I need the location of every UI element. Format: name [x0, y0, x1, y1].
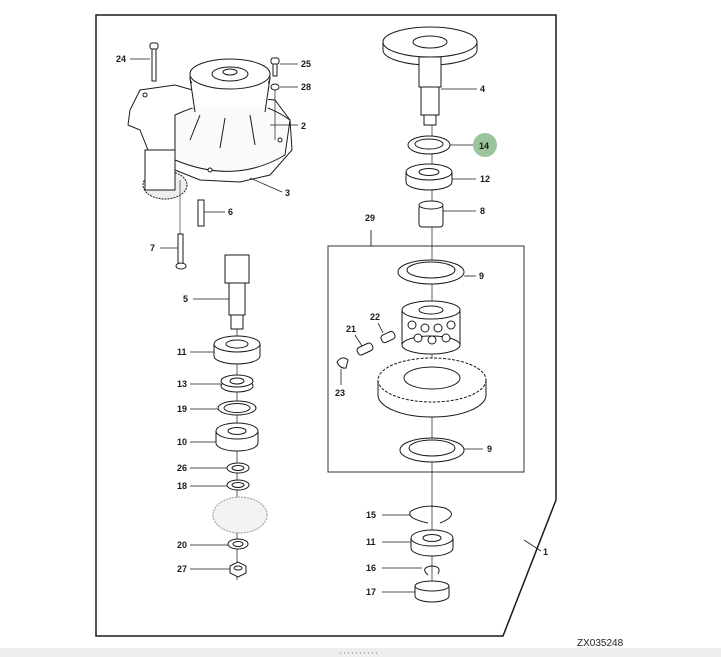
- callout-24[interactable]: 24: [116, 54, 126, 64]
- callout-4[interactable]: 4: [480, 84, 485, 94]
- resize-grip-icon[interactable]: [340, 652, 380, 654]
- bearing-10: [215, 422, 259, 452]
- bearing-11-left: [213, 335, 261, 365]
- spring-22: [380, 330, 396, 344]
- callout-9-top[interactable]: 9: [479, 271, 484, 281]
- ring-26: [226, 462, 250, 474]
- spring-21: [356, 342, 374, 356]
- callout-29[interactable]: 29: [365, 213, 375, 223]
- circlip-16: [424, 565, 440, 576]
- callout-11-left[interactable]: 11: [177, 347, 187, 357]
- callout-25[interactable]: 25: [301, 59, 311, 69]
- callout-17[interactable]: 17: [366, 587, 376, 597]
- callout-11-right[interactable]: 11: [366, 537, 376, 547]
- callout-5[interactable]: 5: [183, 294, 188, 304]
- diagram-frame: [95, 14, 557, 637]
- callout-3[interactable]: 3: [285, 188, 290, 198]
- callout-23[interactable]: 23: [335, 388, 345, 398]
- thrust-ring-9-top: [397, 259, 465, 285]
- flange-shaft-4: [382, 26, 478, 126]
- highlight-marker-14[interactable]: [473, 133, 497, 157]
- callout-28[interactable]: 28: [301, 82, 311, 92]
- bearing-13: [220, 374, 254, 393]
- shaft-5: [224, 254, 250, 330]
- roller-cage: [401, 300, 461, 355]
- bolt-25: [270, 57, 280, 140]
- reference-code: ZX035248: [577, 638, 624, 649]
- assembly-box-29: [327, 245, 525, 473]
- callout-7[interactable]: 7: [150, 243, 155, 253]
- callout-2[interactable]: 2: [301, 121, 306, 131]
- bushing-8: [418, 200, 444, 228]
- callout-8[interactable]: 8: [480, 206, 485, 216]
- callout-6[interactable]: 6: [228, 207, 233, 217]
- ring-19: [217, 400, 257, 416]
- ring-14: [407, 135, 451, 155]
- callout-14[interactable]: 14: [479, 141, 489, 151]
- bolt-24: [149, 42, 159, 82]
- callout-1[interactable]: 1: [543, 547, 548, 557]
- sleeve-17: [414, 580, 450, 603]
- callout-21[interactable]: 21: [346, 324, 356, 334]
- leader-lines: [130, 58, 542, 593]
- callout-10[interactable]: 10: [177, 437, 187, 447]
- callout-16[interactable]: 16: [366, 563, 376, 573]
- ring-20: [227, 538, 249, 550]
- plunger-23: [336, 357, 349, 369]
- callout-13[interactable]: 13: [177, 379, 187, 389]
- callout-19[interactable]: 19: [177, 404, 187, 414]
- bearing-11-right: [410, 529, 454, 557]
- housing-assembly: [127, 58, 293, 200]
- gear-hatched: [212, 496, 268, 534]
- callout-9-bottom[interactable]: 9: [487, 444, 492, 454]
- callout-26[interactable]: 26: [177, 463, 187, 473]
- circlip-15: [409, 505, 452, 524]
- bolt-7: [175, 233, 187, 270]
- callout-20[interactable]: 20: [177, 540, 187, 550]
- callout-22[interactable]: 22: [370, 312, 380, 322]
- gear-ring: [377, 357, 487, 418]
- callout-15[interactable]: 15: [366, 510, 376, 520]
- thrust-ring-9-bottom: [399, 437, 465, 463]
- bearing-12: [405, 163, 453, 191]
- callout-18[interactable]: 18: [177, 481, 187, 491]
- nut-27: [229, 561, 247, 578]
- ring-18: [226, 479, 250, 491]
- callout-12[interactable]: 12: [480, 174, 490, 184]
- pin-6: [197, 199, 205, 227]
- callout-27[interactable]: 27: [177, 564, 187, 574]
